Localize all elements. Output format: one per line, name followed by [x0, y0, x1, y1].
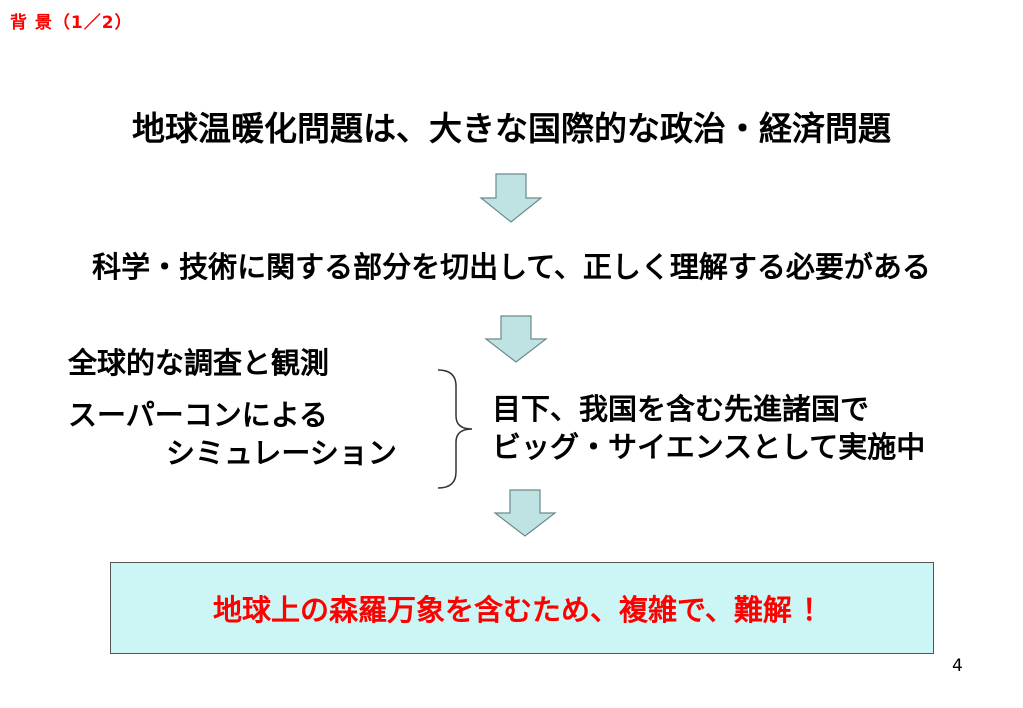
- method-simulation-line1: スーパーコンによる: [68, 398, 328, 432]
- method-observation: 全球的な調査と観測: [68, 346, 330, 380]
- slide-headline: 地球温暖化問題は、大きな国際的な政治・経済問題: [132, 109, 891, 148]
- conclusion-box: 地球上の森羅万象を含むため、複雑で、難解 ！: [110, 562, 934, 654]
- status-text-block: 目下、我国を含む先進諸国で ビッグ・サイエンスとして実施中: [492, 390, 925, 466]
- status-line1: 目下、我国を含む先進諸国で: [492, 392, 870, 426]
- statement-text: 科学・技術に関する部分を切出して、正しく理解する必要がある: [92, 250, 931, 284]
- slide-section-title: 背 景（1／2）: [10, 13, 133, 33]
- down-arrow-icon: [484, 315, 548, 363]
- conclusion-text: 地球上の森羅万象を含むため、複雑で、難解 ！: [213, 593, 831, 627]
- methods-list: 全球的な調査と観測 スーパーコンによる シミュレーション: [68, 344, 397, 472]
- down-arrow-icon: [479, 173, 543, 223]
- method-simulation-line2: シミュレーション: [166, 436, 397, 470]
- page-number: 4: [952, 656, 963, 676]
- status-line2: ビッグ・サイエンスとして実施中: [492, 430, 926, 464]
- right-brace-icon: [437, 369, 473, 489]
- down-arrow-icon: [493, 489, 557, 537]
